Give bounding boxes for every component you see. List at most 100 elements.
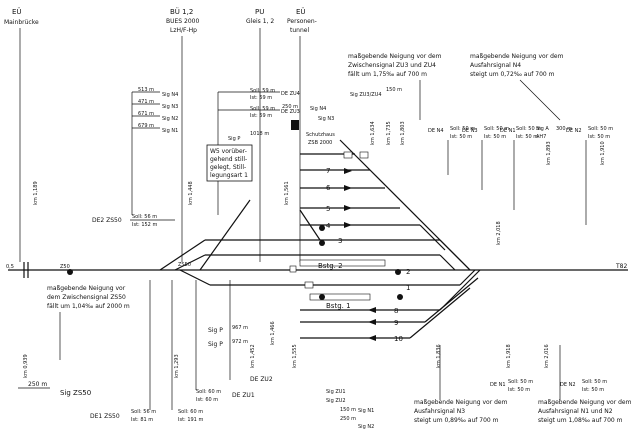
- signal-icon: [368, 307, 376, 313]
- svg-text:steigt um 1,08‰ auf 700 m: steigt um 1,08‰ auf 700 m: [538, 417, 623, 424]
- km-post: km 1,803: [400, 121, 406, 145]
- svg-text:471 m: 471 m: [138, 99, 154, 105]
- svg-text:Sig N4: Sig N4: [162, 92, 178, 98]
- pu-sub: Gleis 1, 2: [246, 18, 274, 25]
- track-number: 7: [326, 167, 330, 175]
- km-post: km 1,910: [600, 141, 606, 165]
- signal-icon: [344, 205, 352, 211]
- eu-left-sub: Mainbrücke: [4, 19, 39, 26]
- svg-text:maßgebende Neigung vor dem: maßgebende Neigung vor dem: [348, 53, 442, 60]
- eu-right-sub2: tunnel: [290, 27, 309, 34]
- svg-text:Sig P: Sig P: [228, 136, 240, 142]
- km-post: km 1,918: [506, 344, 512, 368]
- signal-icon: [395, 269, 401, 275]
- svg-text:Ist: 50 m: Ist: 50 m: [508, 387, 530, 393]
- signal-icon: [344, 222, 352, 228]
- svg-text:Zwischensignal ZU3 und ZU4: Zwischensignal ZU3 und ZU4: [348, 62, 436, 69]
- svg-text:Ist: 81 m: Ist: 81 m: [131, 417, 153, 423]
- track-numbers: 7 6 5 4 3 2 1 8 9 10: [326, 167, 410, 343]
- svg-text:Sig P: Sig P: [208, 341, 223, 348]
- svg-text:AH7: AH7: [536, 134, 546, 140]
- svg-text:Ist: 191 m: Ist: 191 m: [178, 417, 203, 423]
- svg-text:250 m: 250 m: [340, 416, 356, 422]
- svg-text:gelegt, Still-: gelegt, Still-: [210, 164, 246, 171]
- bu-sub: LzH/F-Hp: [170, 27, 197, 34]
- left-signal-row: 513 m Sig N4: [132, 87, 178, 98]
- signal-icon: [343, 151, 353, 159]
- km-post: km 1,452: [250, 344, 256, 368]
- svg-text:Ausfahrsignal N1 und N2: Ausfahrsignal N1 und N2: [538, 408, 613, 415]
- top-labels: EÜ Mainbrücke BÜ 1,2 BUES 2000 LzH/F-Hp …: [4, 7, 317, 34]
- leader-lines: [59, 79, 561, 400]
- svg-text:Soll: 50 m: Soll: 50 m: [508, 379, 533, 385]
- bu-label: BÜ 1,2: [170, 7, 193, 16]
- svg-text:Ist: 50 m: Ist: 50 m: [582, 387, 604, 393]
- svg-text:Sig N1: Sig N1: [162, 128, 178, 134]
- left-signal-row: 671 m Sig N2: [132, 111, 178, 122]
- left-signal-list: 513 m Sig N4 471 m Sig N3 671 m Sig N2 6…: [131, 87, 178, 215]
- svg-text:150 m: 150 m: [340, 407, 356, 413]
- bottom-left-labels: 250 m Sig ZS50 DE1 ZS50 Soll: 56 m Ist: …: [18, 280, 273, 423]
- gradient-note-n4: maßgebende Neigung vor dem Ausfahrsignal…: [470, 53, 564, 78]
- svg-text:maßgebende Neigung vor dem: maßgebende Neigung vor dem: [414, 399, 508, 406]
- bottom-right-labels: DE N1 Soll: 50 m Ist: 50 m DE N2 Soll: 5…: [490, 379, 607, 393]
- right-signal-block: DE N1 Soll: 50 m Ist: 50 m: [500, 126, 541, 140]
- svg-text:Sig ZU2: Sig ZU2: [326, 398, 346, 404]
- km-post: km 1,189: [33, 181, 39, 205]
- svg-text:DE ZU4: DE ZU4: [281, 91, 300, 97]
- right-signal-block: DE N4 Soll: 50 m Ist: 50 m: [428, 126, 475, 140]
- signal-icon: [304, 281, 314, 289]
- svg-text:DE N1: DE N1: [490, 382, 506, 388]
- platforms: Bstg. 2 Bstg. 1: [299, 259, 386, 310]
- svg-text:maßgebende Neigung vor dem: maßgebende Neigung vor dem: [470, 53, 564, 60]
- gradient-note-zs50: maßgebende Neigung vor dem Zwischensigna…: [47, 285, 130, 310]
- zs50-label: ZS50: [178, 262, 191, 268]
- track-number: 10: [394, 335, 403, 343]
- schutzhaus-icon: [291, 120, 299, 130]
- km-post: km 0,939: [23, 354, 29, 378]
- svg-text:Ist: 59 m: Ist: 59 m: [250, 95, 272, 101]
- svg-text:Soll: 60 m: Soll: 60 m: [196, 389, 221, 395]
- svg-text:DE ZU2: DE ZU2: [250, 376, 273, 383]
- svg-text:DE ZU1: DE ZU1: [232, 392, 255, 399]
- svg-text:Ausfahrsignal N3: Ausfahrsignal N3: [414, 408, 465, 415]
- km-post: km 1,735: [386, 121, 392, 145]
- svg-text:ZSB 2000: ZSB 2000: [308, 140, 332, 146]
- km-post: km 1,836: [436, 344, 442, 368]
- svg-text:513 m: 513 m: [138, 87, 154, 93]
- svg-text:Sig N1: Sig N1: [358, 408, 374, 414]
- eu-right-sub: Personen-: [287, 18, 317, 25]
- left-signal-row: 679 m Sig N1: [132, 123, 178, 134]
- km-post: km 2,018: [496, 221, 502, 245]
- svg-text:150 m: 150 m: [386, 87, 402, 93]
- gradient-note-n3: maßgebende Neigung vor dem Ausfahrsignal…: [414, 399, 508, 424]
- right-top-signals: DE N4 Soll: 50 m Ist: 50 m DE N3 Soll: 5…: [428, 126, 613, 225]
- svg-text:Ist: 50 m: Ist: 50 m: [588, 134, 610, 140]
- bottom-middle-labels: Sig P 967 m Sig P 972 m Sig ZU1 Sig ZU2 …: [208, 325, 374, 430]
- svg-text:250 m: 250 m: [28, 381, 47, 388]
- svg-text:Soll: 56 m: Soll: 56 m: [132, 214, 157, 220]
- svg-text:Sig ZS50: Sig ZS50: [60, 389, 91, 397]
- header-lines: [19, 28, 301, 262]
- svg-text:Soll: 60 m: Soll: 60 m: [178, 409, 203, 415]
- svg-text:Ist: 50 m: Ist: 50 m: [484, 134, 506, 140]
- svg-text:1018 m: 1018 m: [250, 131, 269, 137]
- km-post: km 1,893: [546, 141, 552, 165]
- svg-text:fällt um 1,75‰ auf 700 m: fällt um 1,75‰ auf 700 m: [348, 71, 427, 78]
- svg-text:Sig N3: Sig N3: [318, 116, 334, 122]
- signal-icon: [344, 185, 352, 191]
- signal-icon: [397, 294, 403, 300]
- bu-type: BUES 2000: [166, 18, 199, 25]
- km-post: km 1,448: [188, 181, 194, 205]
- svg-text:DE N2: DE N2: [560, 382, 576, 388]
- svg-text:Soll: 59 m: Soll: 59 m: [250, 88, 275, 94]
- svg-text:maßgebende Neigung vor: maßgebende Neigung vor: [47, 285, 126, 292]
- svg-text:Ist: 50 m: Ist: 50 m: [516, 134, 538, 140]
- platform-2: [299, 259, 386, 267]
- svg-text:Sig P: Sig P: [208, 327, 223, 334]
- right-signal-block: DE N3 Soll: 50 m Ist: 50 m: [462, 126, 509, 140]
- left-signal-row: 471 m Sig N3: [132, 99, 178, 110]
- svg-text:Soll: 50 m: Soll: 50 m: [516, 126, 541, 132]
- svg-text:671 m: 671 m: [138, 111, 154, 117]
